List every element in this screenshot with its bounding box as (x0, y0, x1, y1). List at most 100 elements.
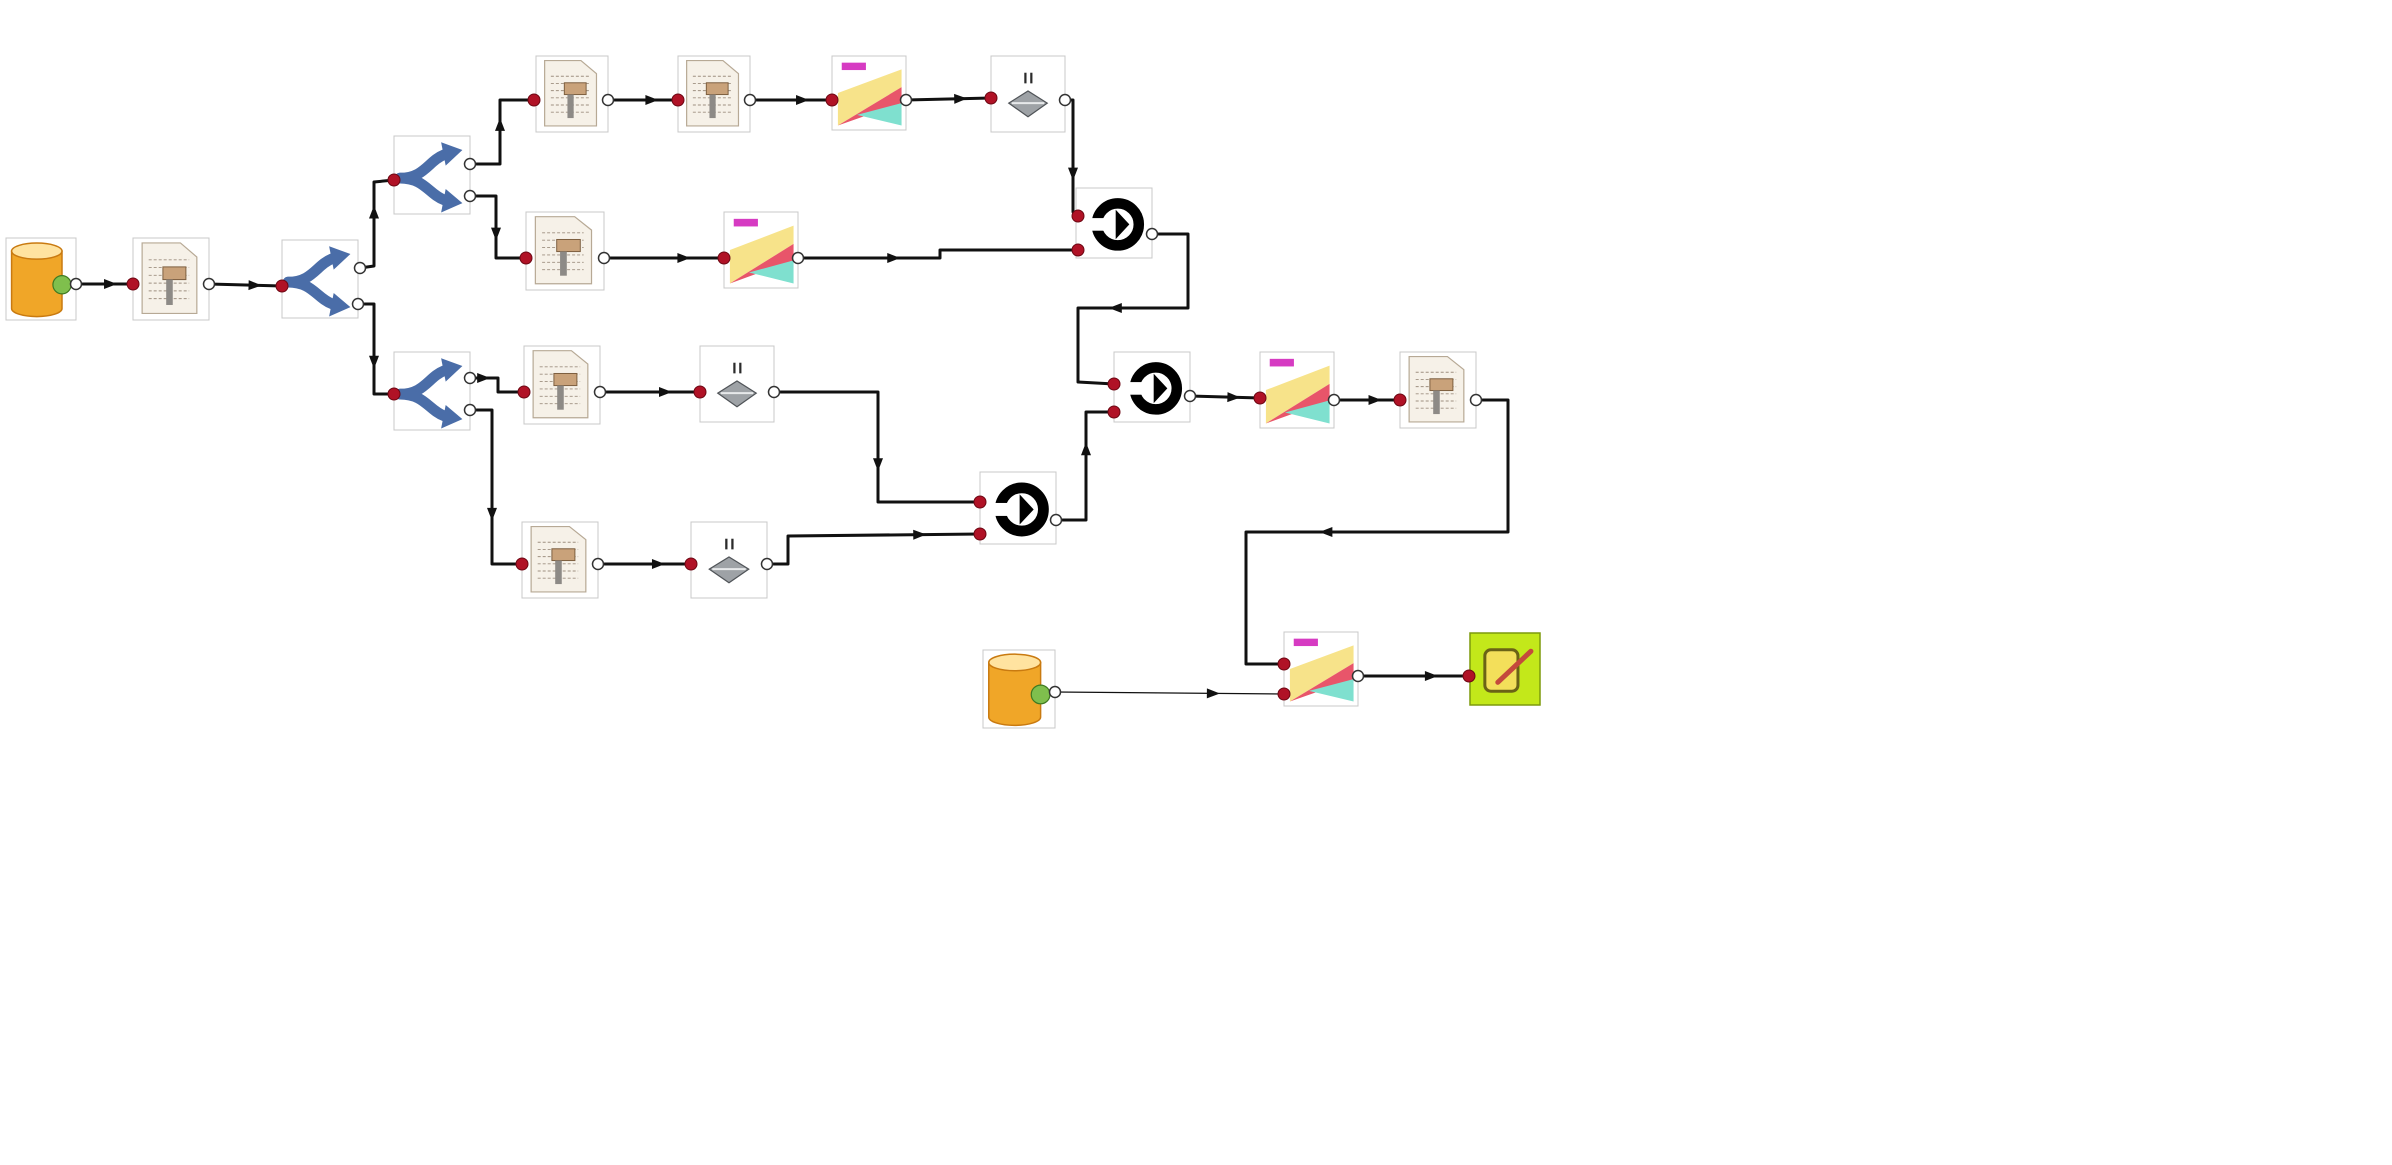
node-join-1[interactable] (1075, 187, 1153, 259)
node-chart-1[interactable] (831, 55, 907, 131)
output-port-table-6[interactable] (591, 557, 605, 571)
edge-chart-1-to-filter-1[interactable] (905, 93, 992, 104)
output-port-join-3[interactable] (1183, 389, 1197, 403)
node-join-3[interactable] (1113, 351, 1191, 423)
output-port-chart-4[interactable] (1351, 669, 1365, 683)
edge-table-2-to-table-3[interactable] (608, 95, 678, 105)
output-port-splitter-2[interactable] (463, 189, 477, 203)
node-db-source-2[interactable] (982, 649, 1056, 729)
node-chart-3[interactable] (1259, 351, 1335, 429)
output-port-table-3[interactable] (743, 93, 757, 107)
input-port-filter-1[interactable] (984, 91, 998, 105)
input-port-chart-2[interactable] (717, 251, 731, 265)
edge-table-1-to-splitter-1[interactable] (208, 280, 283, 291)
input-port-table-7[interactable] (1393, 393, 1407, 407)
node-filter-3[interactable] (690, 521, 768, 599)
output-port-table-5[interactable] (593, 385, 607, 399)
input-port-join-2[interactable] (973, 495, 987, 509)
output-port-splitter-2[interactable] (463, 157, 477, 171)
output-port-db-source-2[interactable] (1048, 685, 1062, 699)
node-table-3[interactable] (677, 55, 751, 133)
node-join-2[interactable] (979, 471, 1057, 545)
input-port-table-2[interactable] (527, 93, 541, 107)
output-port-splitter-3[interactable] (463, 371, 477, 385)
input-port-splitter-2[interactable] (387, 173, 401, 187)
output-port-table-4[interactable] (597, 251, 611, 265)
input-port-table-6[interactable] (515, 557, 529, 571)
input-port-join-2[interactable] (973, 527, 987, 541)
input-port-chart-4[interactable] (1277, 687, 1291, 701)
edge-splitter-1-to-splitter-2[interactable] (359, 178, 395, 270)
output-port-join-2[interactable] (1049, 513, 1063, 527)
edge-join-3-to-chart-3[interactable] (1189, 392, 1261, 403)
edge-table-4-to-chart-2[interactable] (604, 253, 724, 263)
input-port-chart-3[interactable] (1253, 391, 1267, 405)
edge-chart-2-to-join-1[interactable] (798, 248, 1078, 263)
input-port-join-3[interactable] (1107, 377, 1121, 391)
output-port-table-7[interactable] (1469, 393, 1483, 407)
output-port-splitter-1[interactable] (351, 297, 365, 311)
output-port-splitter-1[interactable] (353, 261, 367, 275)
output-port-table-2[interactable] (601, 93, 615, 107)
output-port-db-source-1[interactable] (69, 277, 83, 291)
input-port-filter-3[interactable] (684, 557, 698, 571)
input-port-table-1[interactable] (126, 277, 140, 291)
node-splitter-2[interactable] (393, 135, 471, 215)
node-table-5[interactable] (523, 345, 601, 425)
node-table-7[interactable] (1399, 351, 1477, 429)
input-port-join-1[interactable] (1071, 243, 1085, 257)
output-port-join-1[interactable] (1145, 227, 1159, 241)
edge-splitter-3-to-table-6[interactable] (470, 408, 522, 566)
edge-db-source-1-to-table-1[interactable] (76, 279, 133, 289)
input-port-filter-2[interactable] (693, 385, 707, 399)
output-port-chart-3[interactable] (1327, 393, 1341, 407)
edge-table-7-to-chart-4[interactable] (1244, 398, 1510, 666)
edge-splitter-3-to-table-5[interactable] (470, 373, 524, 394)
edge-splitter-1-to-splitter-3[interactable] (358, 302, 394, 396)
edge-table-3-to-chart-1[interactable] (750, 95, 832, 105)
edge-join-2-to-join-3[interactable] (1056, 410, 1114, 522)
edge-db-source-2-to-chart-4[interactable] (1054, 688, 1285, 699)
output-port-splitter-3[interactable] (463, 403, 477, 417)
node-db-source-1[interactable] (5, 237, 77, 321)
output-port-table-1[interactable] (202, 277, 216, 291)
edge-table-5-to-filter-2[interactable] (600, 387, 700, 397)
input-port-table-5[interactable] (517, 385, 531, 399)
node-export-sink[interactable] (1469, 632, 1541, 706)
node-splitter-1[interactable] (281, 239, 359, 319)
input-port-join-1[interactable] (1071, 209, 1085, 223)
input-port-table-3[interactable] (671, 93, 685, 107)
split-arrowhead-up (329, 246, 351, 270)
input-port-chart-4[interactable] (1277, 657, 1291, 671)
edge-splitter-2-to-table-4[interactable] (470, 194, 526, 260)
edge-chart-3-to-table-7[interactable] (1334, 395, 1400, 405)
edge-chart-4-to-export-sink[interactable] (1358, 671, 1469, 681)
node-filter-1[interactable] (990, 55, 1066, 133)
output-port-filter-3[interactable] (760, 557, 774, 571)
node-table-1[interactable] (132, 237, 210, 321)
edge-filter-2-to-join-2[interactable] (774, 390, 980, 504)
node-table-6[interactable] (521, 521, 599, 599)
input-port-join-3[interactable] (1107, 405, 1121, 419)
node-chart-2[interactable] (723, 211, 799, 289)
node-table-2[interactable] (535, 55, 609, 133)
edge-table-6-to-filter-3[interactable] (598, 559, 691, 569)
input-port-splitter-1[interactable] (275, 279, 289, 293)
output-port-chart-1[interactable] (899, 93, 913, 107)
edge-filter-3-to-join-2[interactable] (767, 529, 981, 566)
output-port-filter-1[interactable] (1058, 93, 1072, 107)
node-splitter-3[interactable] (393, 351, 471, 431)
edge-splitter-2-to-table-2[interactable] (470, 98, 534, 166)
node-table-4[interactable] (525, 211, 605, 291)
input-port-splitter-3[interactable] (387, 387, 401, 401)
input-port-table-4[interactable] (519, 251, 533, 265)
edge-join-1-to-join-3[interactable] (1076, 232, 1190, 386)
node-chart-4[interactable] (1283, 631, 1359, 707)
output-port-chart-2[interactable] (791, 251, 805, 265)
input-port-export-sink[interactable] (1462, 669, 1476, 683)
node-filter-2[interactable] (699, 345, 775, 423)
join-arrow (1153, 373, 1168, 404)
input-port-chart-1[interactable] (825, 93, 839, 107)
output-port-filter-2[interactable] (767, 385, 781, 399)
